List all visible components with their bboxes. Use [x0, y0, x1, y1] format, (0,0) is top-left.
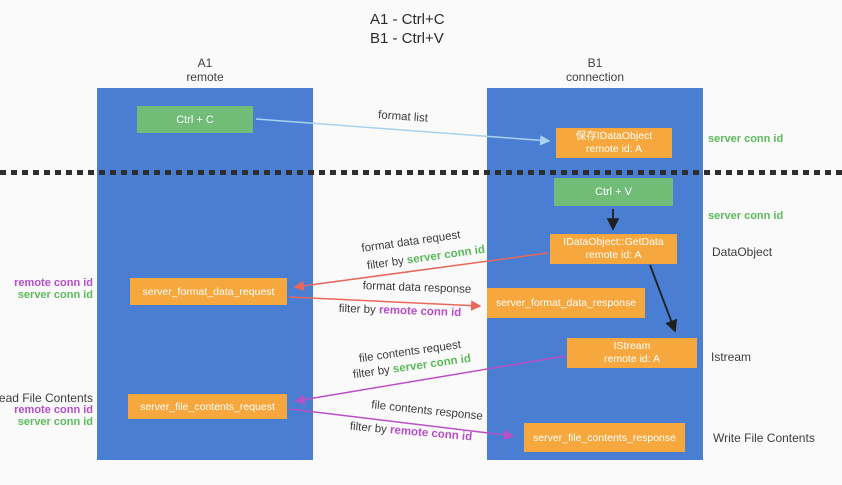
annotation-read-file-contents-block: Read File Contents remote conn id server… [0, 392, 93, 428]
column-a-name: A1 [197, 56, 213, 70]
remote-conn-id-text: remote conn id [14, 404, 93, 416]
server-conn-id-text: server conn id [17, 416, 93, 428]
label-file-contents-response: file contents response [370, 399, 484, 423]
label-filter-by-remote-conn-2: filter by remote conn id [349, 421, 472, 444]
read-file-contents-text: Read File Contents [0, 391, 93, 405]
node-istream-title: IStream [613, 340, 651, 352]
annotation-dataobject: DataObject [712, 245, 773, 259]
annotation-conn-ids-format: remote conn id server conn id [14, 277, 93, 301]
label-filter-by-remote-conn-1: filter by remote conn id [338, 303, 461, 319]
node-save-dataobject-remote-id: remote id: A [585, 143, 643, 155]
remote-conn-id-text: remote conn id [389, 424, 473, 444]
filter-by-text: filter by [349, 420, 388, 436]
filter-by-text: filter by [366, 255, 405, 273]
server-conn-id-text: server conn id [17, 289, 93, 301]
node-ctrl-c: Ctrl + C [137, 106, 253, 133]
annotation-server-conn-id-2: server conn id [708, 210, 784, 222]
node-getdata: IDataObject::GetData remote id: A [550, 234, 677, 264]
column-b-name: B1 [587, 56, 603, 70]
filter-by-text: filter by [338, 302, 376, 317]
remote-conn-id-text: remote conn id [14, 277, 93, 289]
node-server-format-data-request: server_format_data_request [130, 278, 287, 305]
node-save-dataobject-title: 保存IDataObject [575, 130, 653, 142]
annotation-istream: Istream [711, 350, 752, 364]
diagram-title: A1 - Ctrl+C B1 - Ctrl+V [370, 10, 445, 48]
annotation-server-conn-id-1: server conn id [708, 133, 784, 145]
title-line-1: A1 - Ctrl+C [370, 11, 445, 28]
label-format-data-response: format data response [362, 280, 472, 296]
label-format-list: format list [377, 109, 429, 125]
filter-by-text: filter by [352, 364, 391, 382]
column-b-subtitle: connection [565, 70, 625, 84]
node-server-file-contents-request: server_file_contents_request [128, 394, 287, 419]
dotted-divider [0, 170, 842, 175]
annotation-write-file-contents: Write File Contents [713, 431, 815, 445]
server-conn-id-text: server conn id [406, 243, 486, 267]
remote-conn-id-text: remote conn id [378, 304, 462, 320]
node-getdata-title: IDataObject::GetData [563, 236, 664, 248]
column-a-subtitle: remote [186, 70, 224, 84]
node-istream-remote-id: remote id: A [603, 353, 661, 365]
node-save-dataobject: 保存IDataObject remote id: A [556, 128, 672, 158]
column-a-header: A1 remote [97, 56, 313, 84]
node-istream: IStream remote id: A [567, 338, 697, 368]
node-server-file-contents-response: server_file_contents_response [524, 423, 685, 452]
node-ctrl-v: Ctrl + V [554, 178, 673, 206]
node-server-format-data-response: server_format_data_response [487, 288, 645, 318]
title-line-2: B1 - Ctrl+V [370, 30, 444, 47]
column-b-header: B1 connection [487, 56, 703, 84]
node-getdata-remote-id: remote id: A [585, 249, 642, 261]
